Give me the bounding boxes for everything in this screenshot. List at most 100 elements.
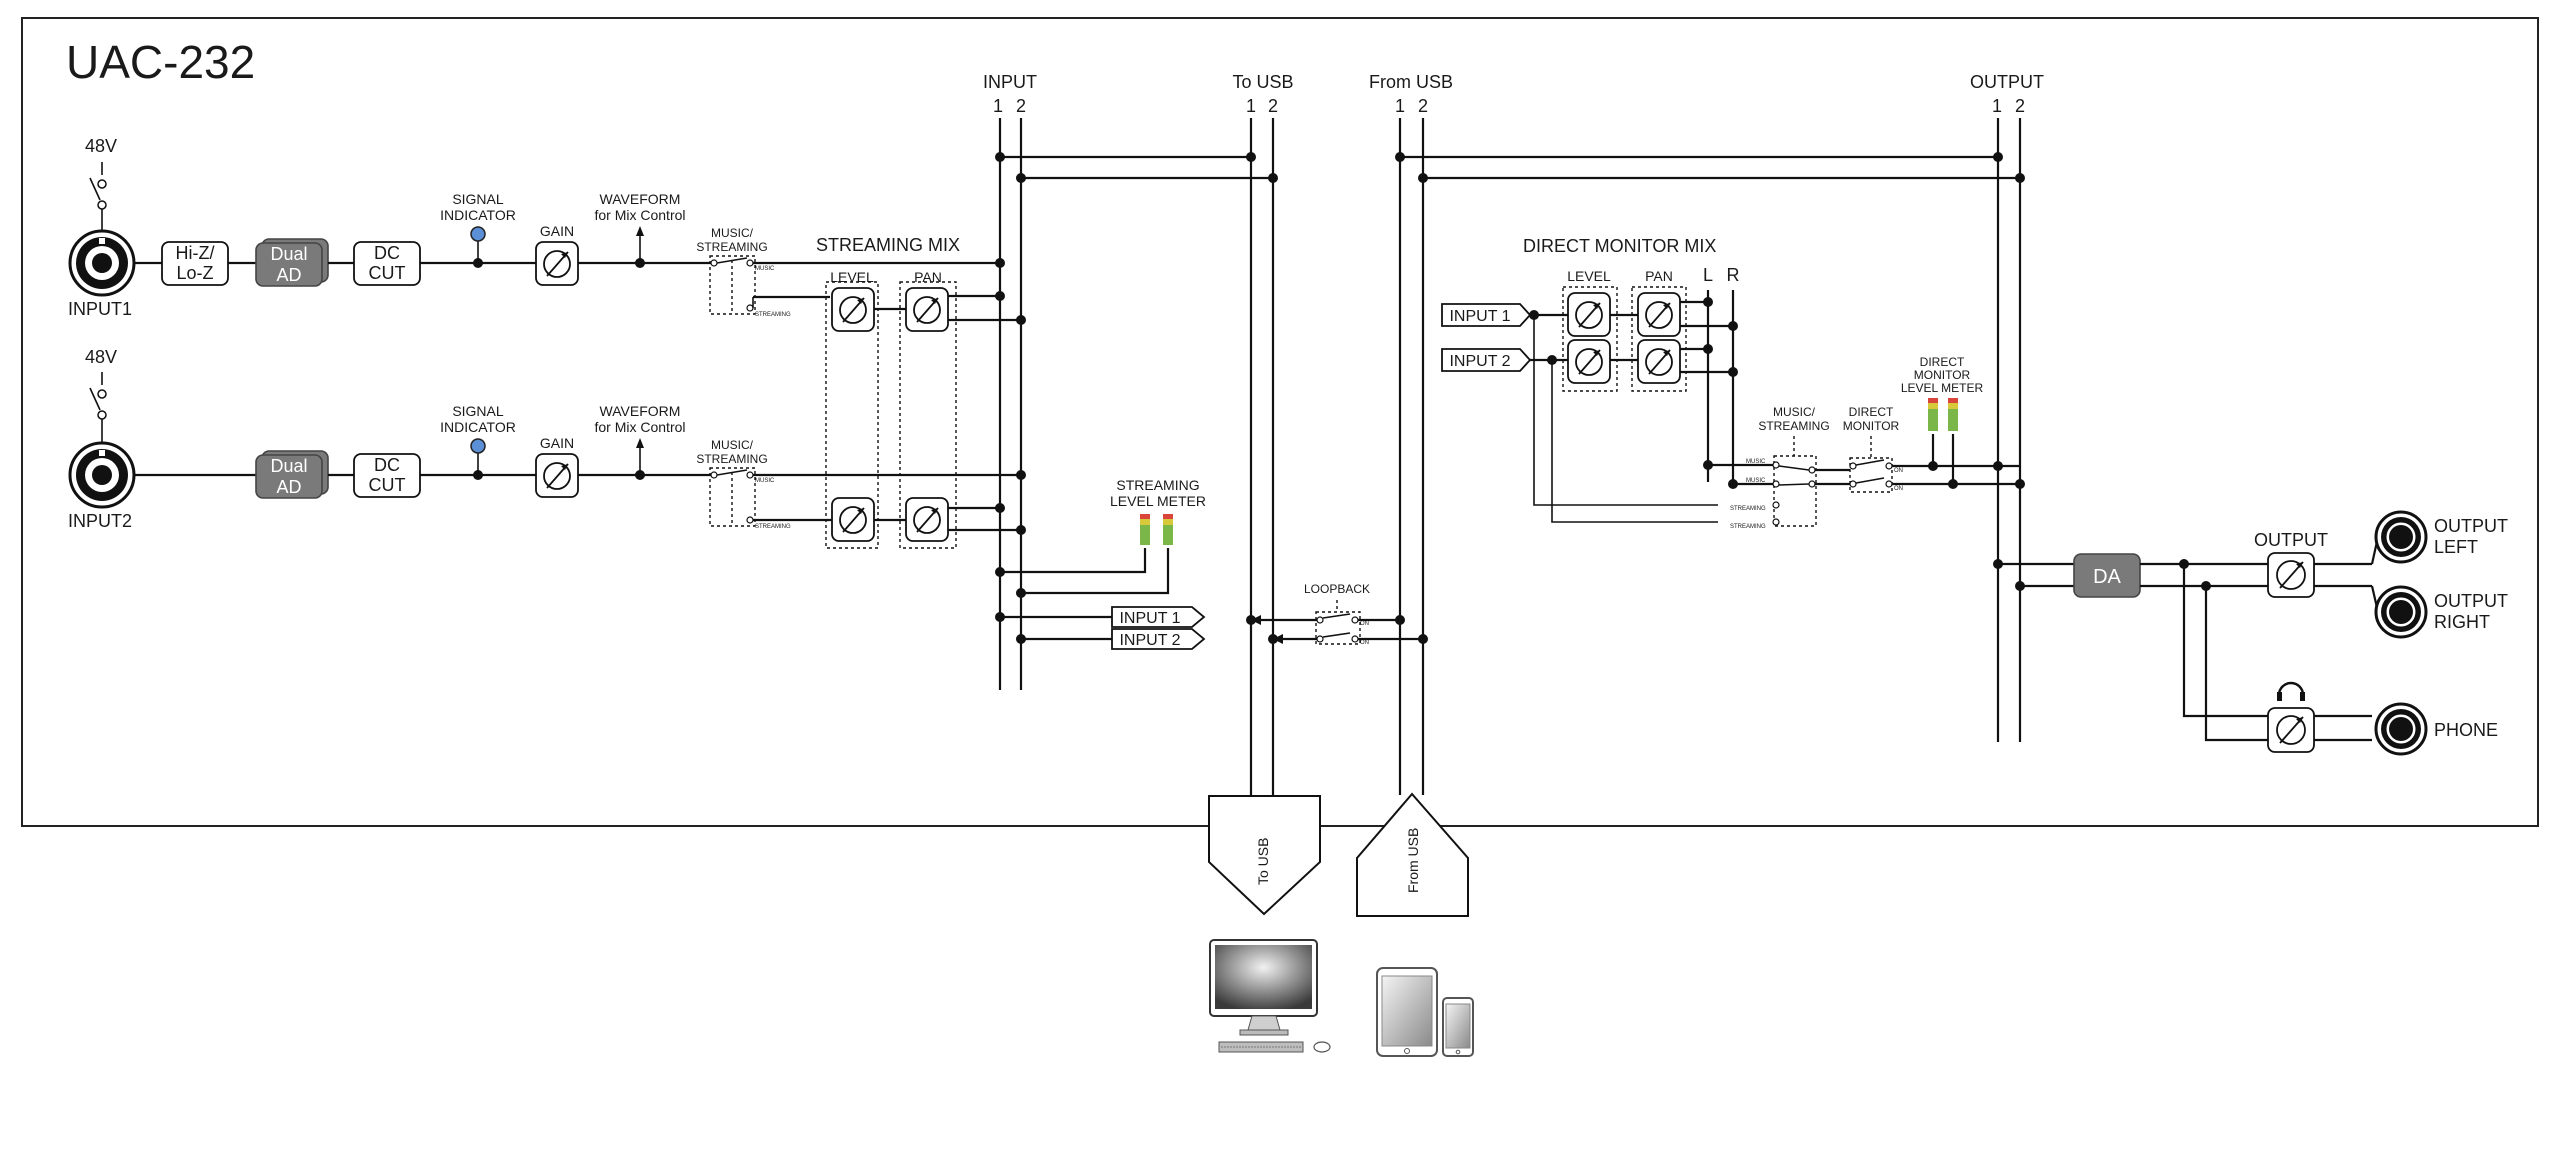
input2-tag-label: INPUT 2 <box>1119 632 1180 649</box>
waveform-arrow-2-icon <box>636 438 644 448</box>
dm-switch-line1: DIRECT <box>1849 405 1894 419</box>
to-usb-bus: To USB 1 2 <box>1232 72 1294 795</box>
input1-label: INPUT1 <box>68 299 132 319</box>
dc-cut-line2: CUT <box>369 263 406 283</box>
dual-ad-2-line2: AD <box>276 477 301 497</box>
hiz-label-line2: Lo-Z <box>176 263 213 283</box>
waveform-line1: WAVEFORM <box>600 191 681 207</box>
dm-pan-knob-1-icon <box>1637 292 1681 337</box>
from-usb-bus-ch1: 1 <box>1395 96 1405 116</box>
signal-indicator-2-line2: INDICATOR <box>440 419 516 435</box>
from-usb-bus-ch2: 2 <box>1418 96 1428 116</box>
loopback-label: LOOPBACK <box>1304 582 1370 596</box>
dm-pan-label: PAN <box>1645 268 1673 284</box>
output-knob-label: OUTPUT <box>2254 530 2328 550</box>
dm-streaming-small-2: STREAMING <box>1730 524 1766 530</box>
dm-r-label: R <box>1727 265 1740 285</box>
streaming-small-label-2: STREAMING <box>755 524 791 530</box>
dm-on-1: ON <box>1894 468 1903 474</box>
to-usb-connector: To USB <box>1208 795 1321 916</box>
waveform-2-line1: WAVEFORM <box>600 403 681 419</box>
xlr-combo-jack-2-icon <box>68 441 136 509</box>
gain-knob-icon <box>535 241 579 286</box>
level-meter-icon <box>1140 514 1173 545</box>
gain-knob-2-icon <box>535 453 579 498</box>
music-streaming-switch-icon: MUSIC STREAMING <box>709 255 791 318</box>
output-left-line1: OUTPUT <box>2434 516 2508 536</box>
input-bus-ch1: 1 <box>993 96 1003 116</box>
from-usb-bus: From USB 1 2 <box>1369 72 1453 795</box>
input1-tag-label: INPUT 1 <box>1119 610 1180 627</box>
output-bus: OUTPUT 1 2 <box>1970 72 2044 742</box>
output-left-jack-icon <box>2374 510 2428 564</box>
input1-tag <box>1111 606 1206 628</box>
signal-indicator-icon <box>470 226 486 242</box>
output-bus-ch1: 1 <box>1992 96 2002 116</box>
xlr-combo-jack-icon <box>68 229 136 297</box>
da-label: DA <box>2093 566 2121 588</box>
signal-indicator-2-line1: SIGNAL <box>452 403 504 419</box>
dm-pan-knob-2-icon <box>1637 339 1681 384</box>
phone-jack-icon <box>2374 702 2428 756</box>
phone-label: PHONE <box>2434 720 2498 740</box>
tablet-icon <box>1376 967 1438 1057</box>
dm-level-knob-1-icon <box>1567 292 1611 337</box>
to-usb-bus-ch1: 1 <box>1246 96 1256 116</box>
dc-cut-line1: DC <box>374 243 400 263</box>
from-usb-connector: From USB <box>1356 792 1469 917</box>
input-bus-label: INPUT <box>983 72 1037 92</box>
dm-meter-line3: LEVEL METER <box>1901 381 1984 395</box>
dm-meter-line1: DIRECT <box>1920 355 1965 369</box>
output-section: DA OUTPUT OUTPUT LEFT OUTPU <box>1993 510 2508 756</box>
music-small-label: MUSIC <box>755 266 775 272</box>
input2-label: INPUT2 <box>68 511 132 531</box>
music-streaming-label-line1: MUSIC/ <box>711 226 754 240</box>
from-usb-connector-label: From USB <box>1405 828 1421 893</box>
music-streaming-2-line1: MUSIC/ <box>711 438 754 452</box>
dc-cut-2-line2: CUT <box>369 475 406 495</box>
signal-indicator-2-icon <box>470 438 486 454</box>
direct-monitor-mix: DIRECT MONITOR MIX LEVEL PAN L R INPUT 1… <box>1441 236 2025 530</box>
music-streaming-label-line2: STREAMING <box>696 240 767 254</box>
music-streaming-2-line2: STREAMING <box>696 452 767 466</box>
device-title: UAC-232 <box>66 36 255 88</box>
dm-music-small-2: MUSIC <box>1746 478 1766 484</box>
headphone-icon <box>2277 681 2305 701</box>
streaming-meter-line1: STREAMING <box>1116 477 1199 493</box>
phantom-48v-label-2: 48V <box>85 347 117 367</box>
streaming-level-knob-2-icon <box>831 497 875 542</box>
dm-input2-tag <box>1441 348 1532 372</box>
hiz-label-line1: Hi-Z/ <box>176 243 215 263</box>
streaming-meter-line2: LEVEL METER <box>1110 493 1206 509</box>
dm-level-label: LEVEL <box>1567 268 1611 284</box>
to-usb-bus-ch2: 2 <box>1268 96 1278 116</box>
gain-label: GAIN <box>540 223 574 239</box>
input2-tag <box>1111 628 1206 650</box>
streaming-level-label: LEVEL <box>830 269 874 285</box>
output-left-line2: LEFT <box>2434 537 2478 557</box>
dm-streaming-small-1: STREAMING <box>1730 506 1766 512</box>
gain-label-2: GAIN <box>540 435 574 451</box>
from-usb-bus-label: From USB <box>1369 72 1453 92</box>
dm-music-streaming-line2: STREAMING <box>1758 419 1829 433</box>
dual-ad-line2: AD <box>276 265 301 285</box>
da-block <box>2073 553 2141 598</box>
streaming-level-knob-1-icon <box>831 287 875 332</box>
output-volume-knob-icon <box>2267 552 2315 598</box>
streaming-pan-knob-1-icon <box>905 287 949 332</box>
streaming-pan-label: PAN <box>914 269 942 285</box>
dm-music-streaming-line1: MUSIC/ <box>1773 405 1816 419</box>
dm-level-knob-2-icon <box>1567 339 1611 384</box>
dual-ad-block-2 <box>255 454 323 499</box>
phone-volume-knob-icon <box>2267 707 2315 753</box>
phantom-48v-label: 48V <box>85 136 117 156</box>
output-right-line2: RIGHT <box>2434 612 2490 632</box>
input-bus: INPUT 1 2 <box>983 72 1037 690</box>
loopback-on-2: ON <box>1360 640 1369 646</box>
to-usb-bus-label: To USB <box>1232 72 1293 92</box>
streaming-small-label: STREAMING <box>755 312 791 318</box>
direct-monitor-title: DIRECT MONITOR MIX <box>1523 236 1716 256</box>
dual-ad-line1: Dual <box>270 244 307 264</box>
output-bus-ch2: 2 <box>2015 96 2025 116</box>
